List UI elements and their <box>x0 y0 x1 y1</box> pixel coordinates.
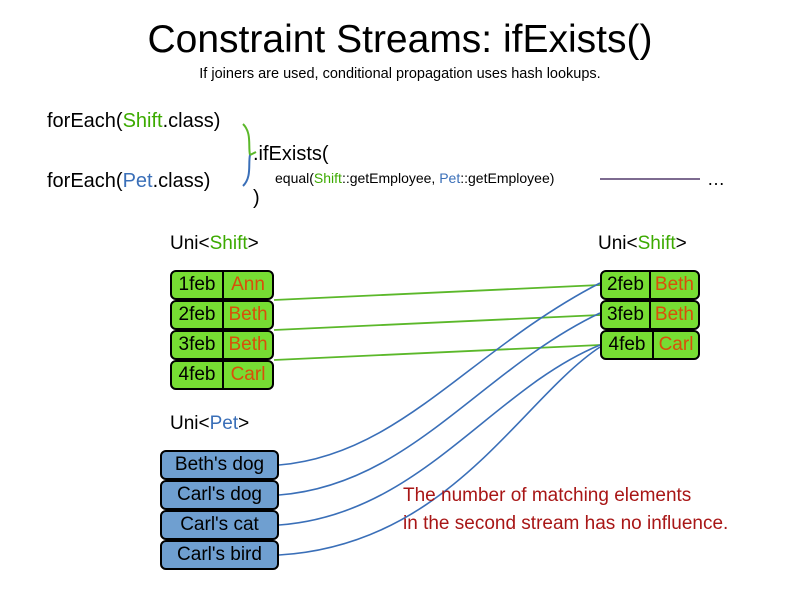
code-equal-pet-type: Pet <box>439 170 461 186</box>
annotation-line-1: The number of matching elements <box>403 485 692 506</box>
pet-stream-caption: Uni<Pet> <box>170 413 249 435</box>
caption-type: Pet <box>209 413 239 434</box>
table-row[interactable]: 4feb Carl <box>600 330 700 360</box>
table-row[interactable]: 3feb Beth <box>170 330 274 360</box>
pet-label: Beth's dog <box>174 454 265 475</box>
pet-label: Carl's cat <box>180 514 259 535</box>
code-foreach-pet: forEach(Pet.class) <box>47 170 210 193</box>
table-row[interactable]: 1feb Ann <box>170 270 274 300</box>
pet-label: Carl's dog <box>177 484 262 505</box>
right-shift-stream-caption: Uni<Shift> <box>598 233 687 255</box>
code-equal-pre: equal( <box>275 170 314 186</box>
caption-type: Shift <box>209 233 248 254</box>
table-row[interactable]: 4feb Carl <box>170 360 274 390</box>
row-date: 4feb <box>602 332 654 358</box>
code-foreach-pet-type: Pet <box>122 170 153 192</box>
table-row[interactable]: 2feb Beth <box>600 270 700 300</box>
row-name: Ann <box>231 274 265 295</box>
code-foreach-shift-pre: forEach( <box>47 110 123 132</box>
code-foreach-pet-pre: forEach( <box>47 170 123 192</box>
row-date: 1feb <box>172 272 224 298</box>
shift-connectors <box>273 284 601 361</box>
caption-pre: Uni< <box>598 233 638 254</box>
row-date: 2feb <box>172 302 224 328</box>
row-name: Beth <box>654 304 694 325</box>
code-foreach-shift: forEach(Shift.class) <box>47 110 220 133</box>
brace-upper-arm <box>242 123 251 156</box>
code-equal-mid: ::getEmployee, <box>341 170 440 186</box>
caption-post: > <box>238 413 250 434</box>
table-row[interactable]: 3feb Beth <box>600 300 700 330</box>
code-equal-joiner: equal(Shift::getEmployee, Pet::getEmploy… <box>275 170 554 186</box>
row-name: Carl <box>230 364 266 385</box>
table-row[interactable]: 2feb Beth <box>170 300 274 330</box>
caption-pre: Uni< <box>170 413 210 434</box>
list-item[interactable]: Beth's dog <box>160 450 279 480</box>
code-foreach-pet-post: .class) <box>152 170 211 192</box>
code-foreach-shift-type: Shift <box>122 110 163 132</box>
row-date: 4feb <box>172 362 224 388</box>
row-name: Beth <box>654 274 694 295</box>
caption-post: > <box>675 233 687 254</box>
page-title: Constraint Streams: ifExists() <box>147 18 653 61</box>
list-item[interactable]: Carl's bird <box>160 540 279 570</box>
caption-pre: Uni< <box>170 233 210 254</box>
annotation-note: The number of matching elements in the s… <box>403 482 728 538</box>
list-item[interactable]: Carl's cat <box>160 510 279 540</box>
trailing-ellipsis: … <box>707 169 725 189</box>
caption-type: Shift <box>637 233 676 254</box>
row-date: 2feb <box>602 272 651 298</box>
pet-label: Carl's bird <box>177 544 262 565</box>
code-close-paren: ) <box>253 187 260 209</box>
brace-lower-arm <box>242 154 251 187</box>
row-name: Beth <box>228 304 268 325</box>
row-name: Beth <box>228 334 268 355</box>
code-equal-shift-type: Shift <box>313 170 342 186</box>
code-ifexists: .ifExists( <box>253 143 329 165</box>
row-date: 3feb <box>172 332 224 358</box>
caption-post: > <box>247 233 259 254</box>
page-subtitle: If joiners are used, conditional propaga… <box>199 66 601 82</box>
code-foreach-shift-post: .class) <box>162 110 221 132</box>
row-date: 3feb <box>602 302 651 328</box>
row-name: Carl <box>658 334 694 355</box>
code-equal-post: ::getEmployee) <box>460 170 555 186</box>
annotation-line-2: in the second stream has no influence. <box>403 513 729 534</box>
left-shift-stream-caption: Uni<Shift> <box>170 233 259 255</box>
list-item[interactable]: Carl's dog <box>160 480 279 510</box>
